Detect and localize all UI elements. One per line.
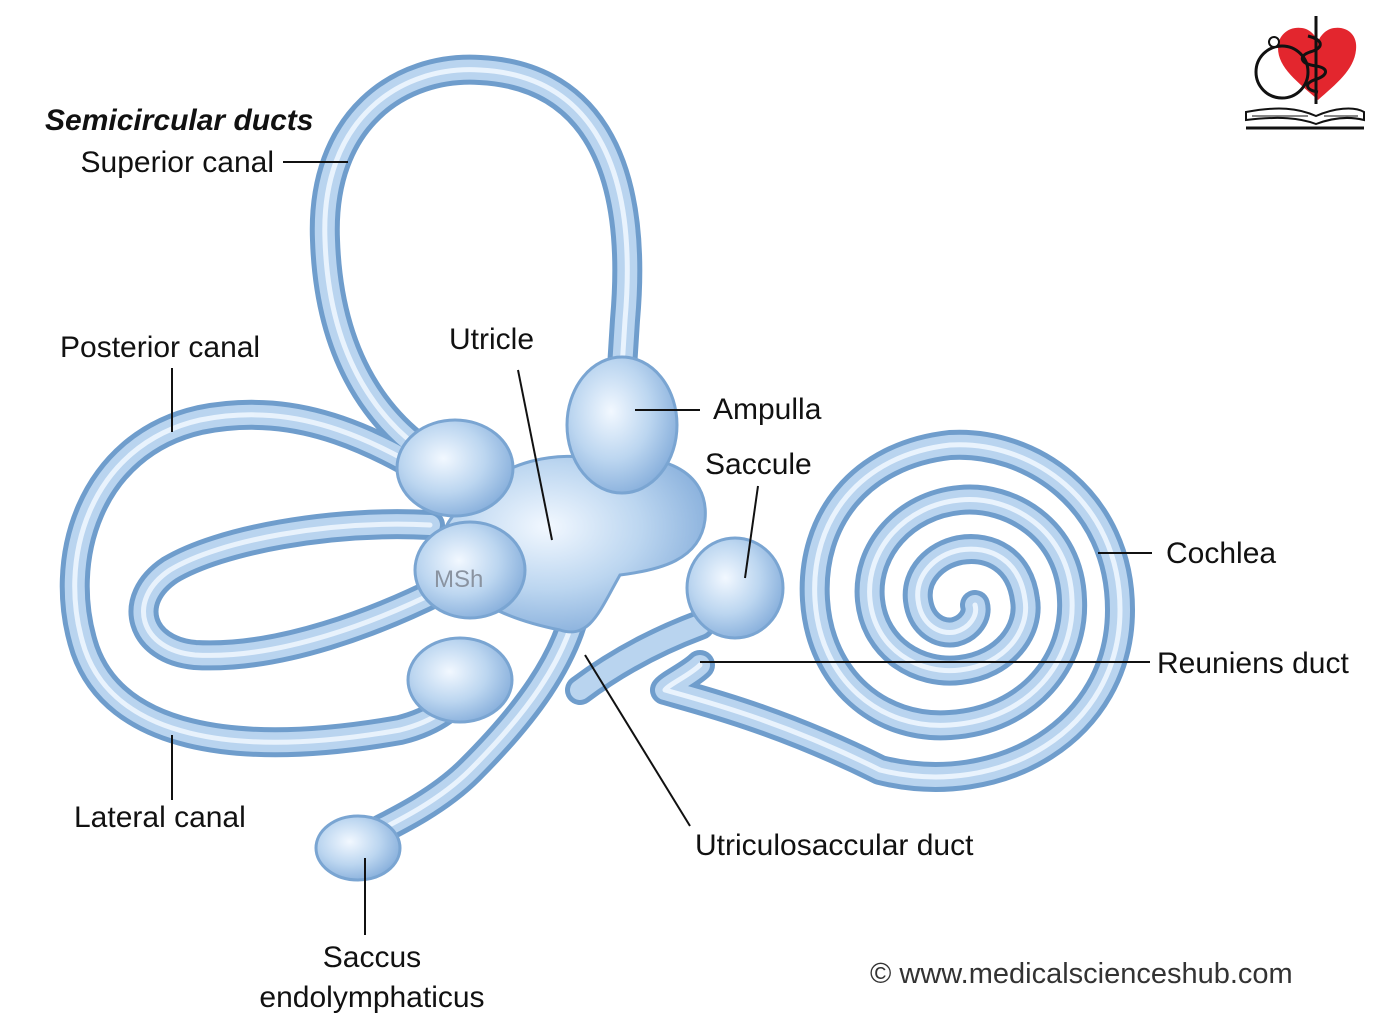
utricle-label: Utricle — [449, 323, 535, 356]
posterior-ampulla-bulb — [406, 636, 514, 724]
superior-canal-label: Superior canal — [80, 146, 274, 179]
leader-lines — [171, 161, 1152, 935]
utriculosaccular-duct-label: Utriculosaccular duct — [695, 829, 974, 862]
saccule-bulb — [685, 536, 785, 640]
ampulla-label: Ampulla — [713, 393, 822, 426]
reuniens-duct-label: Reuniens duct — [1157, 647, 1349, 680]
heart-caduceus-logo-icon — [1245, 16, 1365, 130]
saccus-endolymphaticus-label-line1: Saccus — [322, 941, 422, 974]
leader-saccule — [744, 485, 759, 579]
posterior-canal-label: Posterior canal — [60, 331, 261, 364]
saccus-endolymphaticus-label-line2: endolymphaticus — [259, 981, 485, 1014]
membranous-sacs — [314, 355, 785, 882]
saccus-endolymphaticus-bulb — [314, 814, 402, 882]
saccule-label: Saccule — [705, 448, 812, 481]
cochlea-label: Cochlea — [1166, 537, 1277, 570]
superior-ampulla-bulb — [395, 418, 515, 518]
duct-system — [59, 54, 1135, 850]
msh-watermark: MSh — [434, 566, 484, 593]
semicircular-ducts-heading: Semicircular ducts — [45, 104, 314, 137]
leader-utricle — [517, 369, 553, 541]
lateral-ampulla-bulb — [413, 520, 527, 620]
lateral-canal-label: Lateral canal — [74, 801, 246, 834]
anterior-ampulla-bulb — [565, 355, 679, 495]
copyright-notice: © www.medicalscienceshub.com — [870, 958, 1293, 990]
leader-utriculosaccular — [584, 654, 691, 827]
